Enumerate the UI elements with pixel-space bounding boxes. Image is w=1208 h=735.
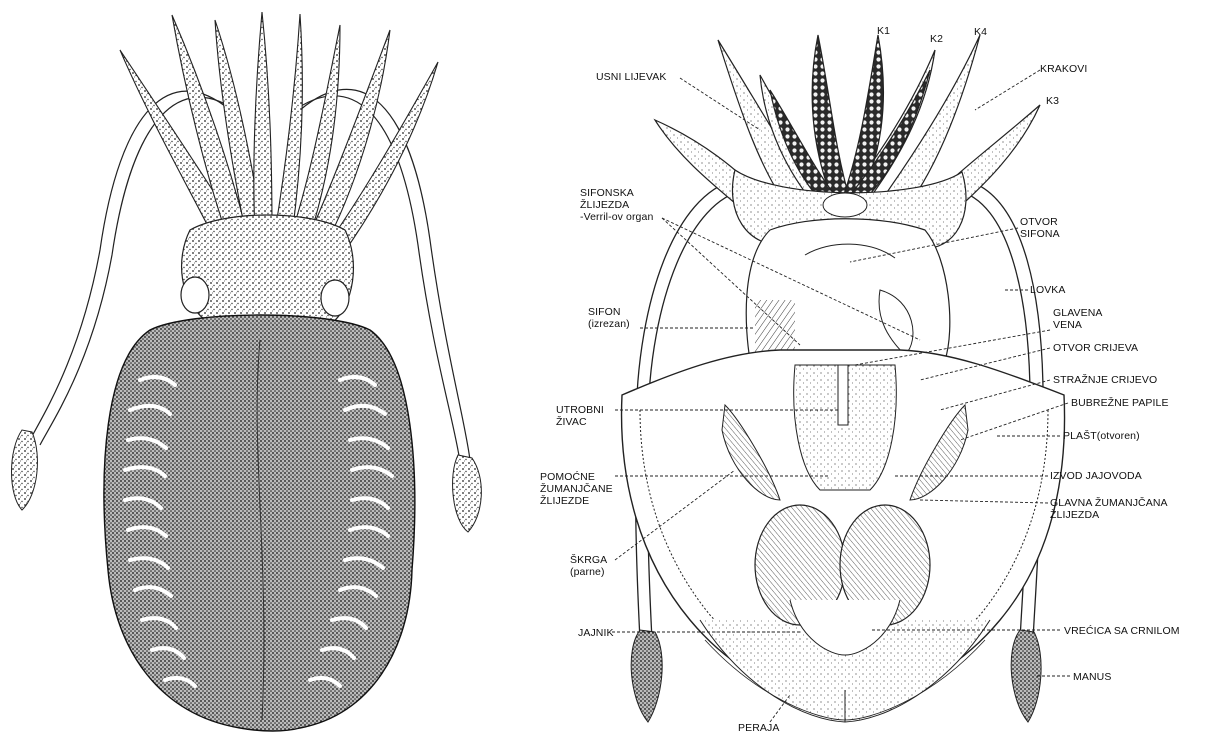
label-k2: K2 bbox=[930, 33, 943, 45]
label-usni-lijevak: USNI LIJEVAK bbox=[596, 71, 666, 83]
label-sifonska-zlijezda: SIFONSKA ŽLIJEZDA -Verril-ov organ bbox=[580, 187, 653, 223]
label-sifon: SIFON (izrezan) bbox=[588, 306, 630, 330]
label-izvod-jajovoda: IZVOD JAJOVODA bbox=[1050, 470, 1142, 482]
label-peraja: PERAJA bbox=[738, 722, 779, 734]
label-jajnik: JAJNIK bbox=[578, 627, 614, 639]
label-k4: K4 bbox=[974, 26, 987, 38]
label-plast: PLAŠT(otvoren) bbox=[1063, 430, 1140, 442]
label-utrobni-zivac: UTROBNI ŽIVAC bbox=[556, 404, 604, 428]
label-k3: K3 bbox=[1046, 95, 1059, 107]
label-otvor-crijeva: OTVOR CRIJEVA bbox=[1053, 342, 1138, 354]
label-k1: K1 bbox=[877, 25, 890, 37]
label-manus: MANUS bbox=[1073, 671, 1111, 683]
label-glavna-zlijezda: GLAVNA ŽUMANJČANA ŽLIJEZDA bbox=[1050, 497, 1168, 521]
label-straznje-crijevo: STRAŽNJE CRIJEVO bbox=[1053, 374, 1157, 386]
label-lovka: LOVKA bbox=[1030, 284, 1066, 296]
label-bubrezne-papile: BUBREŽNE PAPILE bbox=[1071, 397, 1169, 409]
label-glavena-vena: GLAVENA VENA bbox=[1053, 307, 1103, 331]
label-pomocne-zlijezde: POMOĆNE ŽUMANJČANE ŽLIJEZDE bbox=[540, 471, 613, 507]
label-vrecica: VREĆICA SA CRNILOM bbox=[1064, 625, 1180, 637]
label-skrga: ŠKRGA (parne) bbox=[570, 554, 607, 578]
label-otvor-sifona: OTVOR SIFONA bbox=[1020, 216, 1060, 240]
label-krakovi: KRAKOVI bbox=[1040, 63, 1087, 75]
